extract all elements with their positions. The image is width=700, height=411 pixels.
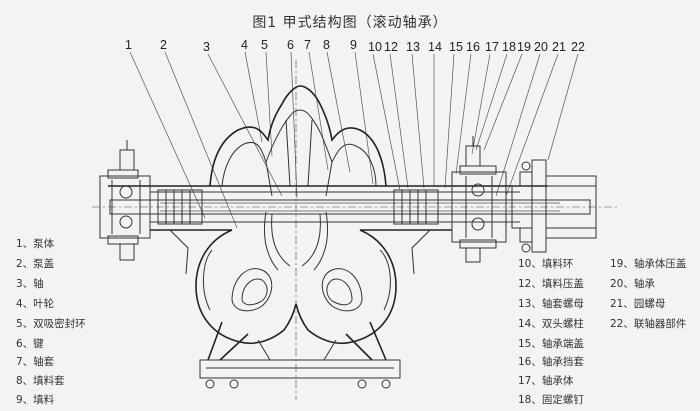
legend-item: 15、轴承端盖 (518, 338, 584, 350)
legend-item: 9、填料 (16, 394, 55, 406)
legend-item: 7、轴套 (16, 356, 55, 368)
part-number: 22 (571, 40, 585, 54)
legend-item: 18、固定螺钉 (518, 394, 584, 406)
diagram-title: 图1 甲式结构图（滚动轴承） (252, 15, 448, 31)
part-number: 18 (502, 40, 516, 54)
pump-body (150, 229, 452, 345)
part-number: 9 (350, 38, 357, 52)
part-number: 4 (241, 38, 248, 52)
part-number: 17 (485, 40, 499, 54)
legend-item: 10、填料环 (518, 258, 574, 270)
right-bearing-housing (451, 136, 507, 263)
impeller (264, 211, 328, 271)
left-bearing-housing (99, 140, 151, 261)
part-number: 19 (517, 40, 531, 54)
part-number: 20 (534, 40, 548, 54)
legend-item: 8、填料套 (16, 375, 65, 387)
part-number: 1 (125, 38, 132, 52)
pump-base (207, 321, 387, 361)
right-packing (393, 189, 439, 225)
part-number: 8 (323, 38, 330, 52)
part-number: 12 (384, 40, 398, 54)
shaft (109, 199, 591, 215)
part-number: 6 (287, 38, 294, 52)
part-number: 5 (261, 38, 268, 52)
part-number: 15 (449, 40, 463, 54)
legend-item: 4、叶轮 (16, 298, 55, 310)
part-number: 21 (552, 40, 566, 54)
legend-item: 22、联轴器部件 (610, 318, 687, 330)
legend-item: 20、轴承 (610, 278, 655, 290)
leader-lines (129, 51, 579, 229)
legend-item: 13、轴套螺母 (518, 298, 584, 310)
legend-item: 19、轴承体压盖 (610, 258, 687, 270)
part-number: 7 (304, 38, 311, 52)
legend-item: 21、园螺母 (610, 298, 666, 310)
legend-item: 1、泵体 (16, 238, 55, 250)
part-number: 10 (368, 40, 382, 54)
legend-item: 6、键 (16, 338, 44, 350)
legend-item: 3、轴 (16, 278, 44, 290)
legend-item: 2、泵盖 (16, 258, 55, 270)
part-number: 3 (203, 40, 210, 54)
legend-item: 14、双头螺柱 (518, 318, 584, 330)
legend-item: 5、双吸密封环 (16, 318, 86, 330)
left-packing (157, 189, 203, 225)
legend-item: 17、轴承体 (518, 375, 574, 387)
part-number: 13 (406, 40, 420, 54)
part-number: 14 (428, 40, 442, 54)
part-number: 16 (466, 40, 480, 54)
legend-item: 12、填料压盖 (518, 278, 584, 290)
pump-cover (209, 85, 387, 187)
part-number: 2 (160, 38, 167, 52)
legend-item: 16、轴承挡套 (518, 356, 584, 368)
coupling (511, 159, 597, 253)
